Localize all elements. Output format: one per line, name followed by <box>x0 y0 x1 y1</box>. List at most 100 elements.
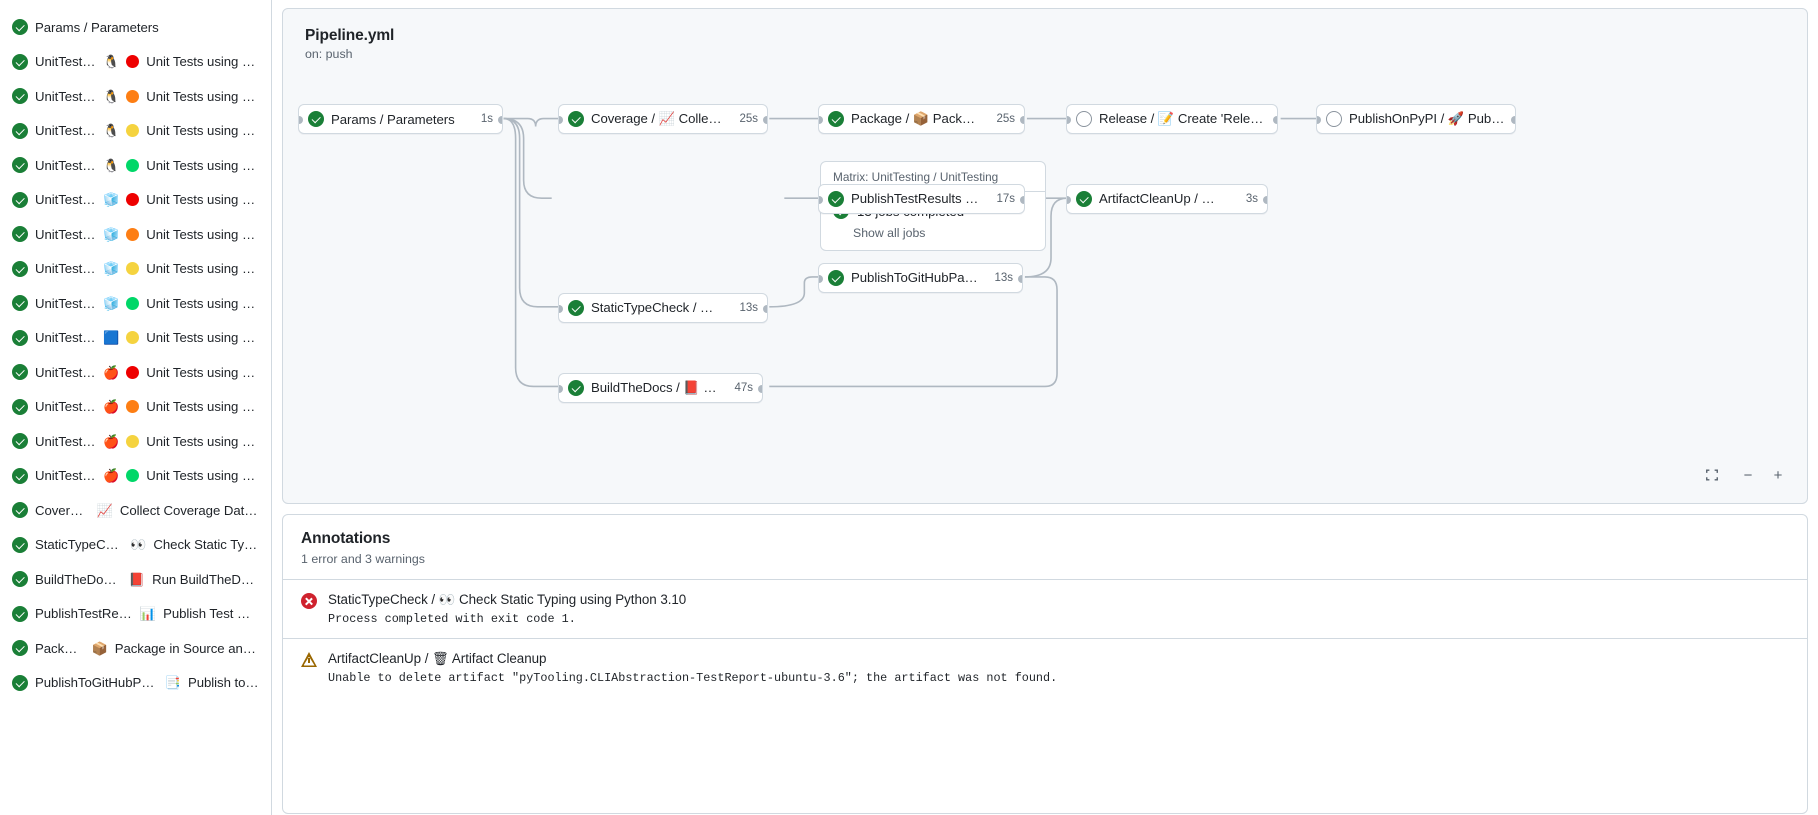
node-output-handle <box>1511 116 1515 124</box>
graph-node-label: PublishTestResults / 📊 Pu... <box>851 191 981 206</box>
job-list-item[interactable]: UnitTesting /🍎Unit Tests using Pyth... <box>4 459 267 494</box>
python-version-dot-icon <box>126 89 140 103</box>
job-list-item-label: Coverage / <box>35 502 90 518</box>
fit-to-screen-button[interactable] <box>1699 463 1725 487</box>
os-emoji-icon: 🧊 <box>103 295 120 311</box>
graph-node-testres[interactable]: PublishTestResults / 📊 Pu...17s <box>818 184 1025 214</box>
job-list-item[interactable]: UnitTesting /🍎Unit Tests using Pyth... <box>4 355 267 390</box>
graph-node-pypi[interactable]: PublishOnPyPI / 🚀 Publish to ... <box>1316 104 1516 134</box>
os-emoji-icon: 🧊 <box>103 261 120 277</box>
job-list-item[interactable]: UnitTesting /🍎Unit Tests using Pyth... <box>4 390 267 425</box>
job-list-item-step-label: Unit Tests using Pyth... <box>146 261 259 277</box>
node-output-handle <box>763 305 767 313</box>
graph-node-label: Package / 📦 Package in So... <box>851 111 982 126</box>
annotation-row[interactable]: StaticTypeCheck / 👀 Check Static Typing … <box>283 579 1807 638</box>
os-emoji-icon: 🍎 <box>103 433 120 449</box>
matrix-subgraph: Matrix: UnitTesting / UnitTesting 13 job… <box>820 161 1046 251</box>
job-list-item-label: UnitTesting / <box>35 54 97 70</box>
zoom-out-button[interactable]: − <box>1735 463 1761 487</box>
job-list-item[interactable]: UnitTesting /🧊Unit Tests using Pyth... <box>4 217 267 252</box>
annotation-message: Process completed with exit code 1. <box>328 612 576 626</box>
graph-node-package[interactable]: Package / 📦 Package in So... 25s <box>818 104 1025 134</box>
graph-node-label: Release / 📝 Create 'Release P... <box>1099 111 1268 126</box>
os-emoji-icon: 📊 <box>139 606 157 622</box>
job-list-item[interactable]: UnitTesting /🐧Unit Tests using Pyth... <box>4 79 267 114</box>
node-output-handle <box>1018 275 1022 283</box>
node-output-handle <box>763 116 767 124</box>
os-emoji-icon: 📕 <box>128 571 146 587</box>
graph-node-label: BuildTheDocs / 📕 Run Buil... <box>591 380 720 395</box>
success-check-icon <box>12 122 28 139</box>
job-list-item-step-label: Unit Tests using Pyth... <box>146 468 259 484</box>
graph-canvas[interactable]: Matrix: UnitTesting / UnitTesting 13 job… <box>283 9 1807 503</box>
job-list-item-step-label: Unit Tests using Pyth... <box>146 88 259 104</box>
job-list-item[interactable]: Coverage /📈Collect Coverage Data usi... <box>4 493 267 528</box>
python-version-dot-icon <box>126 124 140 138</box>
zoom-in-button[interactable]: + <box>1765 463 1791 487</box>
graph-node-ghpages[interactable]: PublishToGitHubPages / 📑 ...13s <box>818 263 1023 293</box>
job-list-item[interactable]: UnitTesting /🧊Unit Tests using Pyth... <box>4 252 267 287</box>
job-list-item-label: UnitTesting / <box>35 192 97 208</box>
job-list-item[interactable]: PublishTestResults /📊Publish Test Resu..… <box>4 597 267 632</box>
node-output-handle <box>1020 196 1024 204</box>
job-list-item[interactable]: UnitTesting /🐧Unit Tests using Pyth... <box>4 148 267 183</box>
node-input-handle <box>1067 196 1071 204</box>
os-emoji-icon: 📦 <box>91 640 108 656</box>
job-list-item[interactable]: UnitTesting /🐧Unit Tests using Pyth... <box>4 45 267 80</box>
python-version-dot-icon <box>126 193 140 207</box>
graph-node-cleanup[interactable]: ArtifactCleanUp / 🗑 Artifac...3s <box>1066 184 1268 214</box>
graph-node-release[interactable]: Release / 📝 Create 'Release P... <box>1066 104 1278 134</box>
annotation-job-name: ArtifactCleanUp / 🗑 Artifact Cleanup <box>328 651 547 666</box>
graph-node-label: StaticTypeCheck / 👀 Chec... <box>591 300 724 315</box>
job-list-item[interactable]: UnitTesting /🧊Unit Tests using Pyth... <box>4 183 267 218</box>
success-check-icon <box>828 191 844 207</box>
annotations-card: Annotations 1 error and 3 warnings Stati… <box>282 514 1808 814</box>
success-check-icon <box>12 295 28 312</box>
show-all-jobs-link[interactable]: Show all jobs <box>853 226 926 240</box>
page-title: Pipeline.yml <box>305 27 395 44</box>
os-emoji-icon: 🧊 <box>103 192 120 208</box>
graph-node-typecheck[interactable]: StaticTypeCheck / 👀 Chec...13s <box>558 293 768 323</box>
success-check-icon <box>12 605 28 622</box>
success-check-icon <box>12 364 28 381</box>
job-list-item[interactable]: Params / Parameters <box>4 10 267 45</box>
job-list-item[interactable]: BuildTheDocs /📕Run BuildTheDocs <box>4 562 267 597</box>
job-list-item[interactable]: PublishToGitHubPages /📑Publish to G... <box>4 666 267 701</box>
success-check-icon <box>308 111 324 127</box>
job-list-item[interactable]: Package /📦Package in Source and Wh... <box>4 631 267 666</box>
job-list-item[interactable]: UnitTesting /🍎Unit Tests using Pyth... <box>4 424 267 459</box>
job-list-item-step-label: Run BuildTheDocs <box>152 571 259 587</box>
annotation-message: Unable to delete artifact "pyTooling.CLI… <box>328 671 1058 685</box>
success-check-icon <box>12 536 28 553</box>
job-list-item[interactable]: UnitTesting /🟦Unit Tests using Pyth... <box>4 321 267 356</box>
os-emoji-icon: 🐧 <box>103 123 120 139</box>
job-list-item-step-label: Publish to G... <box>187 675 259 691</box>
job-list-item[interactable]: UnitTesting /🧊Unit Tests using Pyth... <box>4 286 267 321</box>
graph-node-coverage[interactable]: Coverage / 📈 Collect Cove...25s <box>558 104 768 134</box>
job-list-item-step-label: Unit Tests using Pyth... <box>146 123 259 139</box>
os-emoji-icon: 📑 <box>164 675 181 691</box>
job-list-item[interactable]: UnitTesting /🐧Unit Tests using Pyth... <box>4 114 267 149</box>
job-list-item[interactable]: StaticTypeCheck /👀Check Static Typing... <box>4 528 267 563</box>
trigger-label: on: push <box>305 47 353 61</box>
python-version-dot-icon <box>126 365 140 379</box>
job-list-item-label: UnitTesting / <box>35 399 97 415</box>
success-check-icon <box>12 640 28 657</box>
success-check-icon <box>828 111 844 127</box>
success-check-icon <box>568 300 584 316</box>
success-check-icon <box>12 191 28 208</box>
success-check-icon <box>12 467 28 484</box>
graph-node-docs[interactable]: BuildTheDocs / 📕 Run Buil...47s <box>558 373 763 403</box>
graph-node-label: PublishToGitHubPages / 📑 ... <box>851 270 980 285</box>
os-emoji-icon: 📈 <box>96 502 113 518</box>
graph-node-label: PublishOnPyPI / 🚀 Publish to ... <box>1349 111 1506 126</box>
graph-node-duration: 25s <box>996 113 1015 125</box>
job-list-item-step-label: Unit Tests using Pyth... <box>146 433 259 449</box>
python-version-dot-icon <box>126 400 140 414</box>
os-emoji-icon: 🐧 <box>103 54 120 70</box>
success-check-icon <box>12 53 28 70</box>
error-x-circle-icon <box>301 593 317 609</box>
